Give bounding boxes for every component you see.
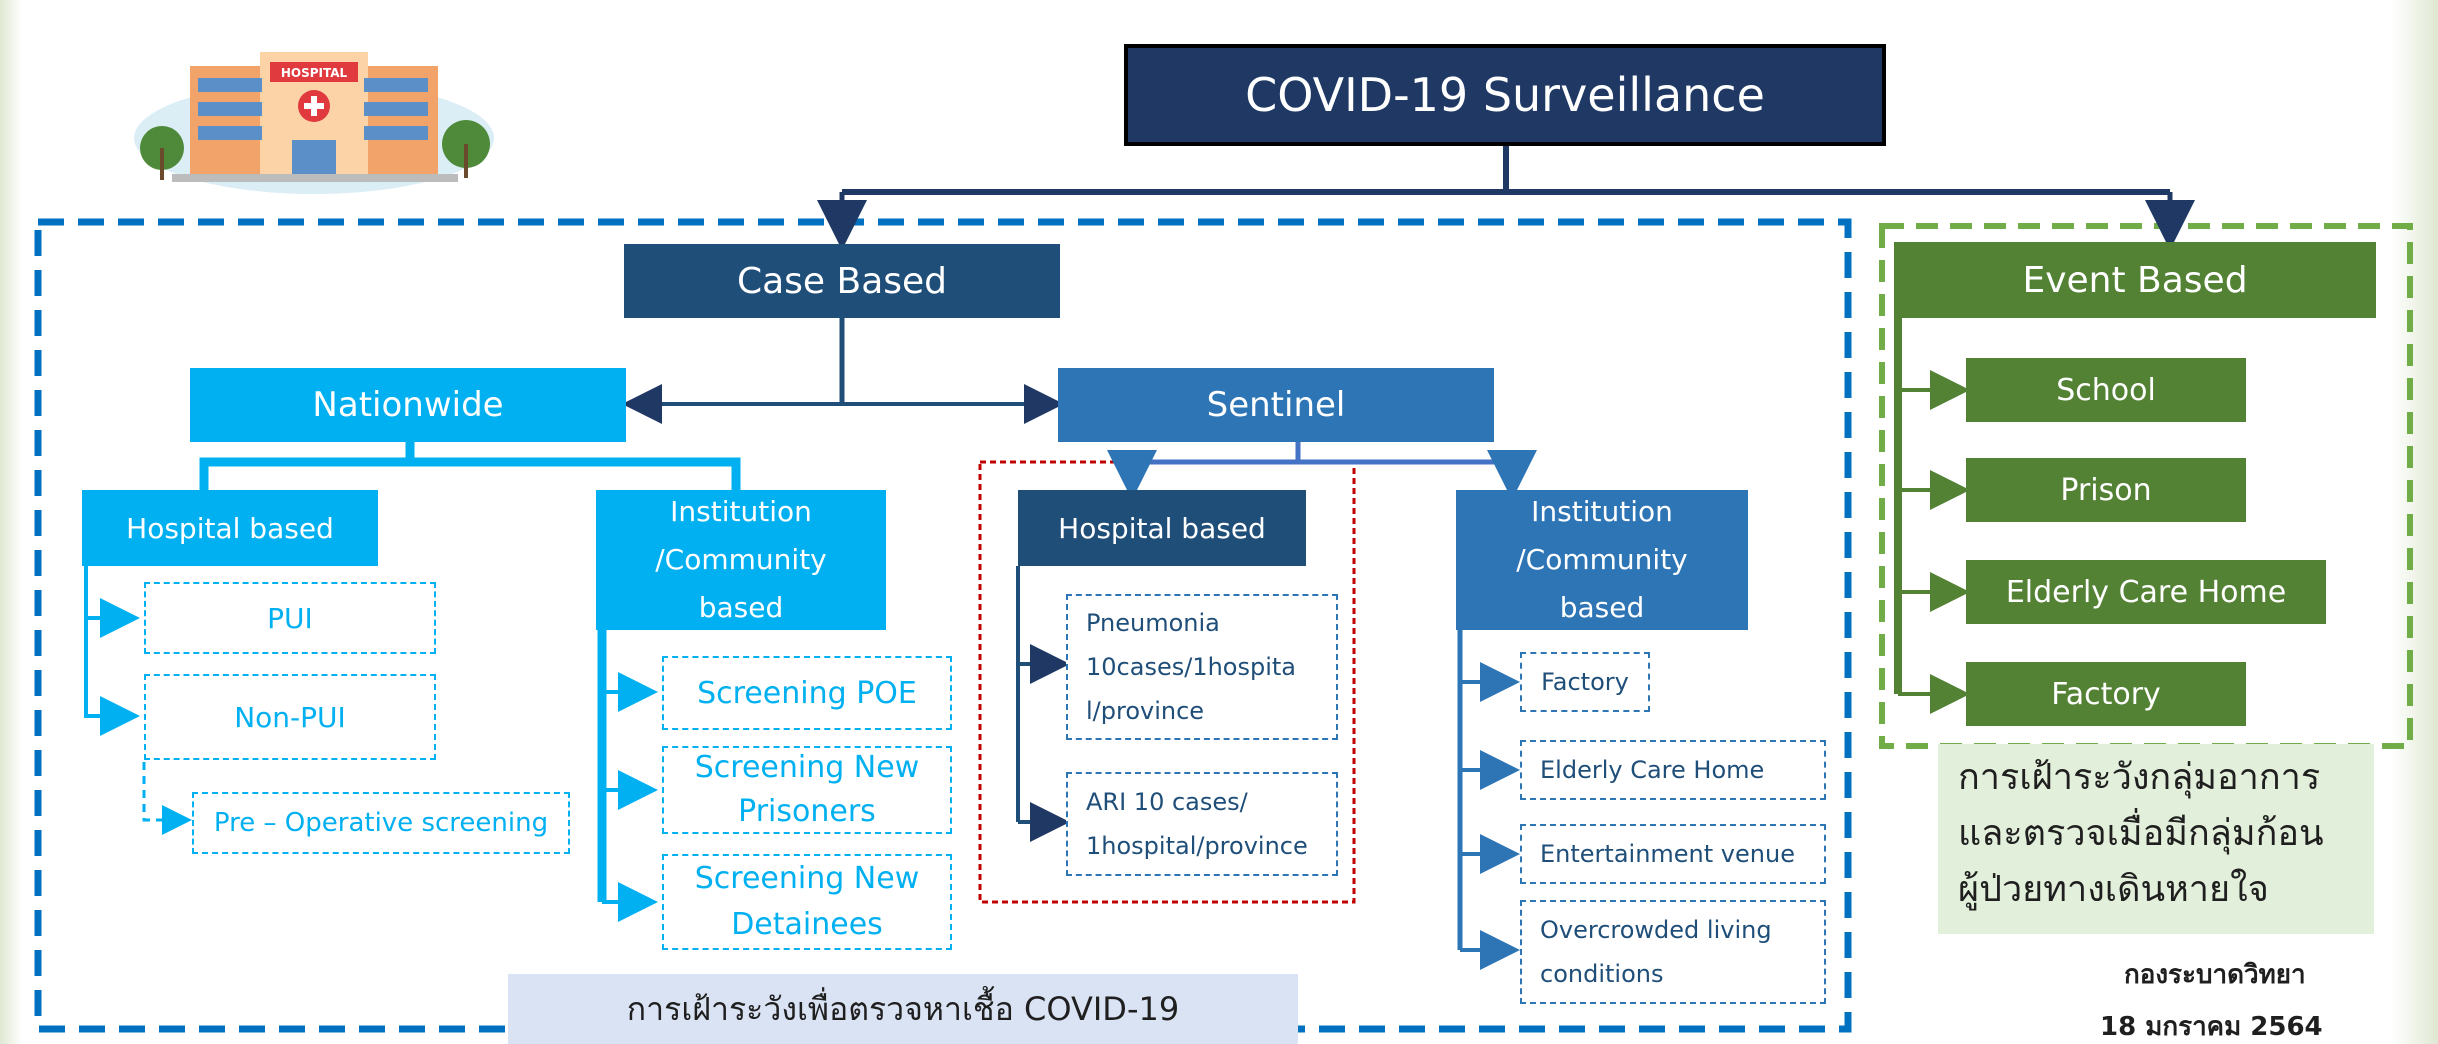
sentinel-elderly-label: Elderly Care Home xyxy=(1540,756,1765,784)
sentinel-overcrowded-label: Overcrowded living conditions xyxy=(1540,916,1772,988)
sentinel-institution-label: Institution /Community based xyxy=(1516,495,1688,624)
sentinel-label: Sentinel xyxy=(1206,385,1346,425)
event-factory-label: Factory xyxy=(2051,676,2161,712)
ari-item: ARI 10 cases/ 1hospital/province xyxy=(1066,772,1338,876)
ari-label: ARI 10 cases/ 1hospital/province xyxy=(1086,788,1308,860)
case-based-note-text: การเฝ้าระวังเพื่อตรวจหาเชื้อ COVID-19 xyxy=(626,989,1180,1028)
event-factory-item: Factory xyxy=(1966,662,2246,726)
sentinel-entertainment-item: Entertainment venue xyxy=(1520,824,1826,884)
hospital-icon: HOSPITAL xyxy=(134,52,494,194)
pneumonia-label: Pneumonia 10cases/1hospita l/province xyxy=(1086,609,1296,725)
nationwide-hospital-label: Hospital based xyxy=(126,511,334,545)
pneumonia-item: Pneumonia 10cases/1hospita l/province xyxy=(1066,594,1338,740)
event-elderly-item: Elderly Care Home xyxy=(1966,560,2326,624)
sentinel-factory-item: Factory xyxy=(1520,652,1650,712)
case-based-note: การเฝ้าระวังเพื่อตรวจหาเชื้อ COVID-19 xyxy=(508,974,1298,1044)
hospital-sign: HOSPITAL xyxy=(281,66,348,80)
event-based-note-text: การเฝ้าระวังกลุ่มอาการ และตรวจเมื่อมีกลุ… xyxy=(1958,757,2324,910)
nationwide-institution-box: Institution /Community based xyxy=(596,490,886,630)
screening-prisoners-label: Screening New Prisoners xyxy=(694,750,920,829)
nationwide-hospital-box: Hospital based xyxy=(82,490,378,566)
sentinel-overcrowded-item: Overcrowded living conditions xyxy=(1520,900,1826,1004)
footer-date: 18 มกราคม 2564 xyxy=(2100,1012,2323,1042)
non-pui-label: Non-PUI xyxy=(234,700,346,734)
sentinel-factory-label: Factory xyxy=(1541,668,1629,696)
case-based-box: Case Based xyxy=(624,244,1060,318)
screening-detainees-item: Screening New Detainees xyxy=(662,854,952,950)
event-prison-label: Prison xyxy=(2060,472,2152,508)
sentinel-hospital-frame xyxy=(978,460,1356,904)
event-elderly-label: Elderly Care Home xyxy=(2005,574,2287,610)
sentinel-hospital-box: Hospital based xyxy=(1018,490,1306,566)
pre-operative-item: Pre – Operative screening xyxy=(192,792,570,854)
non-pui-item: Non-PUI xyxy=(144,674,436,760)
pui-item: PUI xyxy=(144,582,436,654)
event-school-label: School xyxy=(2056,372,2156,408)
nationwide-institution-label: Institution /Community based xyxy=(655,495,827,624)
screening-prisoners-item: Screening New Prisoners xyxy=(662,746,952,834)
title-box: COVID-19 Surveillance xyxy=(1124,44,1886,146)
event-based-box: Event Based xyxy=(1894,242,2376,318)
pre-operative-label: Pre – Operative screening xyxy=(213,808,549,838)
sentinel-elderly-item: Elderly Care Home xyxy=(1520,740,1826,800)
case-based-label: Case Based xyxy=(736,260,948,302)
event-prison-item: Prison xyxy=(1966,458,2246,522)
sentinel-box: Sentinel xyxy=(1058,368,1494,442)
screening-poe-item: Screening POE xyxy=(662,656,952,730)
event-school-item: School xyxy=(1966,358,2246,422)
screening-poe-label: Screening POE xyxy=(697,675,917,711)
title: COVID-19 Surveillance xyxy=(1245,68,1765,122)
event-based-note: การเฝ้าระวังกลุ่มอาการ และตรวจเมื่อมีกลุ… xyxy=(1938,744,2374,934)
sentinel-hospital-label: Hospital based xyxy=(1058,511,1266,545)
footer-org: กองระบาดวิทยา xyxy=(2124,960,2306,990)
screening-detainees-label: Screening New Detainees xyxy=(694,861,920,942)
nationwide-box: Nationwide xyxy=(190,368,626,442)
pui-label: PUI xyxy=(267,601,313,635)
sentinel-entertainment-label: Entertainment venue xyxy=(1540,840,1795,868)
event-based-label: Event Based xyxy=(2022,259,2248,301)
sentinel-institution-box: Institution /Community based xyxy=(1456,490,1748,630)
nationwide-label: Nationwide xyxy=(312,385,504,425)
